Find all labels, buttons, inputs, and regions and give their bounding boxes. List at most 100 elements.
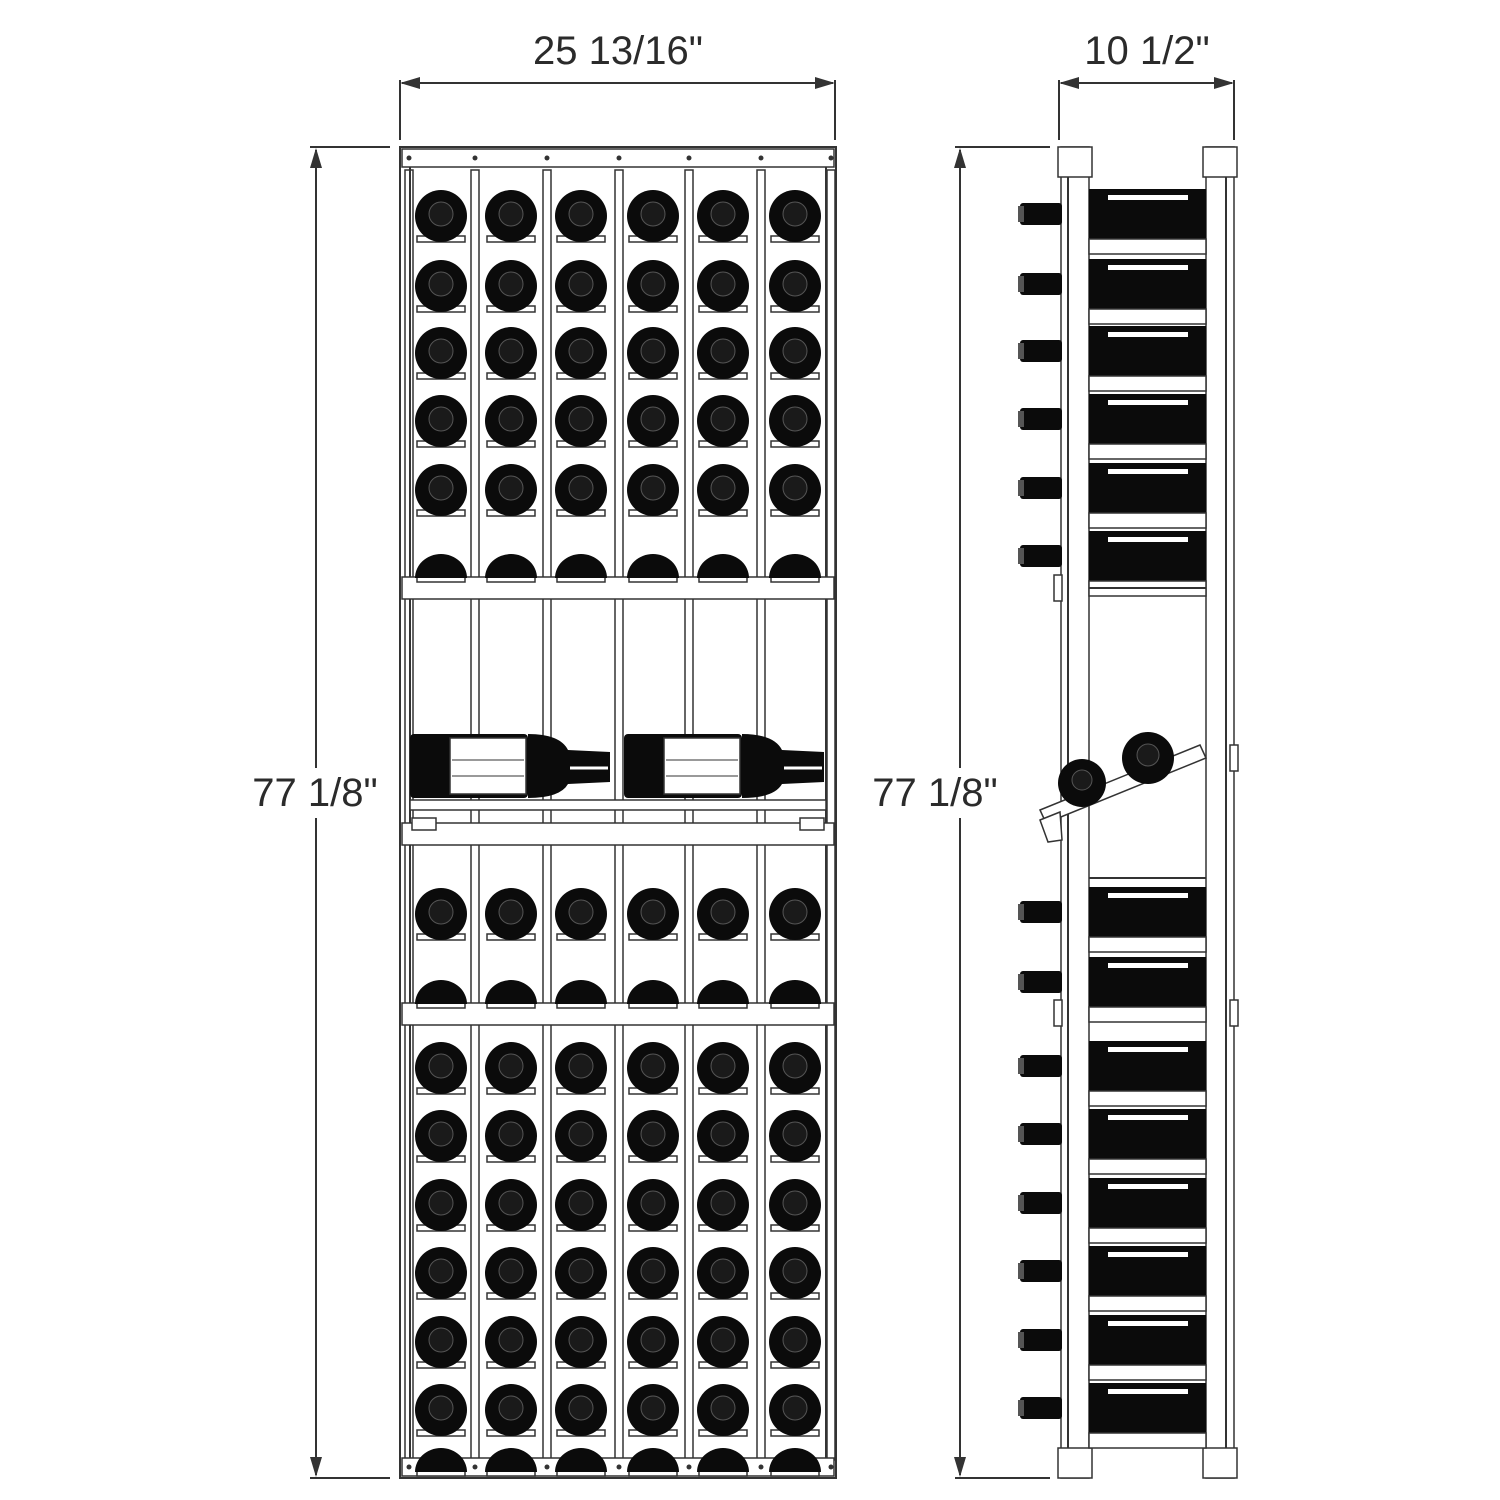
bottle-punt: [640, 406, 666, 432]
cork-end: [1018, 206, 1024, 222]
bottle-highlight: [1108, 893, 1188, 898]
bottle-punt: [568, 1395, 594, 1421]
bottle-punt: [1071, 769, 1093, 791]
side-height-label: 77 1/8": [872, 771, 997, 815]
bottle-punt: [710, 271, 736, 297]
protruding-neck: [1020, 901, 1062, 923]
side-cradle: [1088, 1227, 1207, 1244]
bottle-punt: [710, 338, 736, 364]
cork-end: [1018, 904, 1024, 920]
bottle-punt: [710, 1121, 736, 1147]
depth-dimension: 10 1/2": [1058, 29, 1235, 140]
bottle-highlight: [1108, 469, 1188, 474]
screw: [544, 1464, 550, 1470]
depth-label: 10 1/2": [1084, 29, 1209, 73]
side-bottle: [1018, 1178, 1207, 1244]
cork-end: [1018, 974, 1024, 990]
front-view: [399, 146, 837, 1479]
bottle-punt: [568, 406, 594, 432]
bottle-punt: [710, 899, 736, 925]
side-cradle: [1088, 443, 1207, 460]
side-cradle: [1088, 512, 1207, 529]
side-height-dimension: 77 1/8": [862, 146, 1050, 1479]
screw: [544, 155, 550, 161]
bottle-punt: [640, 1190, 666, 1216]
width-label: 25 13/16": [533, 29, 703, 73]
bottle-punt: [782, 338, 808, 364]
bottle-highlight: [1108, 963, 1188, 968]
bottle-highlight: [1108, 332, 1188, 337]
bottle-punt: [498, 1190, 524, 1216]
vertical-post: [470, 169, 480, 1461]
bottle-highlight: [1108, 1047, 1188, 1052]
bottle-punt: [782, 1121, 808, 1147]
cork-end: [1018, 548, 1024, 564]
bottle-punt: [498, 406, 524, 432]
protruding-neck: [1020, 408, 1062, 430]
side-cradle: [1088, 375, 1207, 392]
bottle-punt: [640, 475, 666, 501]
side-bottle: [1018, 1383, 1207, 1449]
bottle-punt: [568, 271, 594, 297]
side-bottle: [1018, 463, 1207, 529]
bottle-punt: [568, 1121, 594, 1147]
vertical-post: [614, 169, 624, 1461]
screw: [686, 155, 692, 161]
bottle-punt: [428, 1258, 454, 1284]
bottle-punt: [710, 406, 736, 432]
cork-end: [1018, 343, 1024, 359]
bottle-highlight: [1108, 537, 1188, 542]
screw: [686, 1464, 692, 1470]
bottle-end: [415, 554, 467, 578]
side-cradle: [1088, 238, 1207, 255]
bottle-punt: [640, 271, 666, 297]
screw: [828, 1464, 834, 1470]
display-bottle-1: [410, 734, 610, 798]
bottle-end: [627, 980, 679, 1004]
bottle-punt: [568, 475, 594, 501]
bottle-punt: [428, 201, 454, 227]
bottle-punt: [498, 1121, 524, 1147]
bottle-punt: [428, 899, 454, 925]
side-bottle: [1018, 887, 1207, 953]
side-bottle: [1018, 394, 1207, 460]
cork-end: [1018, 1400, 1024, 1416]
bottle-end: [697, 980, 749, 1004]
bottle-punt: [640, 338, 666, 364]
bottle-end: [555, 1448, 607, 1472]
cork-end: [1018, 1126, 1024, 1142]
bottle-end: [769, 980, 821, 1004]
protruding-neck: [1020, 203, 1062, 225]
side-cradle: [1088, 1090, 1207, 1107]
bottom-cap-back: [1202, 1447, 1238, 1479]
hardware-tab: [1053, 999, 1063, 1027]
hardware-tab: [1229, 744, 1239, 772]
protruding-neck: [1020, 1397, 1062, 1419]
bottle-end: [627, 554, 679, 578]
side-cradle: [1088, 1364, 1207, 1381]
bottle-end: [485, 980, 537, 1004]
bottle-punt: [568, 1258, 594, 1284]
bottle-punt: [710, 201, 736, 227]
width-dimension: 25 13/16": [399, 29, 836, 140]
bottle-punt: [710, 475, 736, 501]
side-cradle: [1088, 308, 1207, 325]
bottle-end: [485, 1448, 537, 1472]
bottle-punt: [782, 1053, 808, 1079]
cork-end: [1018, 480, 1024, 496]
bottle-punt: [710, 1258, 736, 1284]
bottle-punt: [498, 1258, 524, 1284]
bottle-label: [663, 737, 741, 795]
bottle-punt: [640, 899, 666, 925]
shelf-foot: [411, 817, 437, 831]
bottle-punt: [498, 271, 524, 297]
screw: [828, 155, 834, 161]
bottle-punt: [428, 1395, 454, 1421]
vertical-post: [684, 169, 694, 1461]
display-shelf-board: [401, 822, 835, 846]
bottle-punt: [710, 1053, 736, 1079]
side-bottle: [1018, 189, 1207, 255]
lower-divider-board: [401, 1002, 835, 1026]
bottle-punt: [428, 1121, 454, 1147]
bottle-punt: [428, 1190, 454, 1216]
